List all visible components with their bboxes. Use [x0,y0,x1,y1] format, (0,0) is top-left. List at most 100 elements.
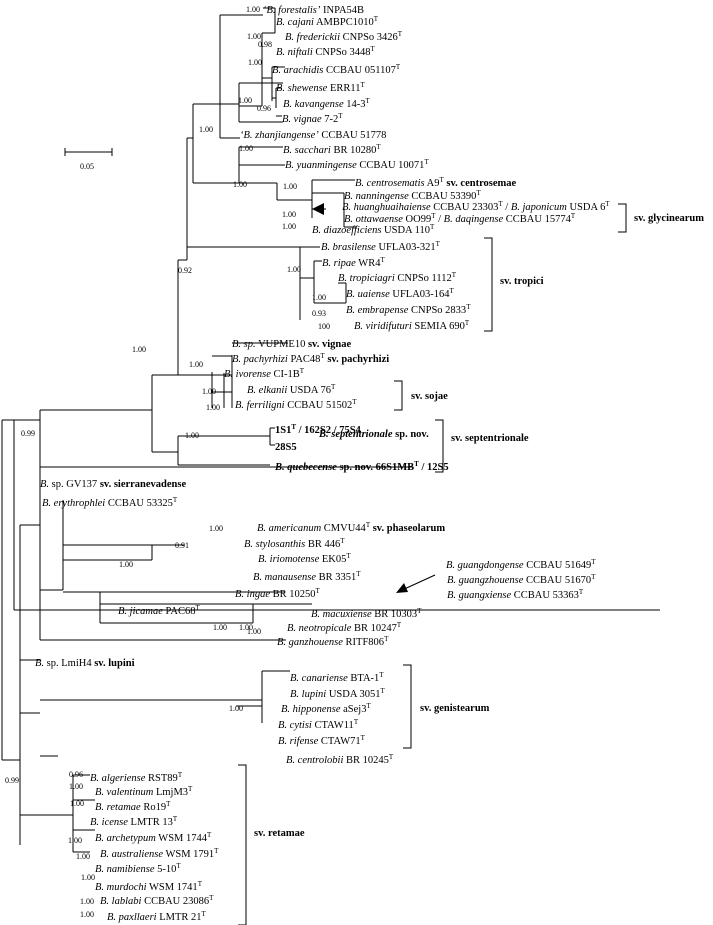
support-value: 0.99 [21,429,35,438]
leaf-label-arachidis: B. arachidis CCBAU 051107T [272,63,401,76]
support-value: 0.96 [69,770,83,779]
support-value: 1.00 [189,360,203,369]
scale-bar-label: 0.05 [80,162,94,171]
leaf-label-manausense: B. manausense BR 3351T [253,570,361,583]
leaf-label-sacchari: B. sacchari BR 10280T [283,143,381,156]
leaf-label-kavangense: B. kavangense 14-3T [283,97,371,110]
symbiovar-label-glycinearum: sv. glycinearum [634,213,704,224]
leaf-label-jicamae: B. jicamae PAC68T [118,604,201,617]
symbiovar-label-sojae: sv. sojae [411,391,448,402]
leaf-label-centrosematis: B. centrosematis A9T sv. centrosemae [355,176,517,189]
support-values: 1.00 0.98 1.00 1.00 0.96 1.00 1.00 1.00 1.00 1.00… [5,5,330,919]
leaf-label-nanningense: B. nanningense CCBAU 53390T [344,189,481,202]
symbiovar-label-genistearum: sv. genistearum [420,703,490,714]
support-value: 1.00 [69,782,83,791]
leaf-label-rifense: B. rifense CTAW71T [278,734,366,747]
support-value: 1.00 [76,852,90,861]
leaf-label-brasilense: B. brasilense UFLA03-321T [321,240,441,253]
leaf-label-iriomotense: B. iriomotense EK05T [258,552,351,565]
bracket-retamae: sv. retamae [238,764,305,925]
leaf-label-neotropicale: B. neotropicale BR 10247T [287,621,402,634]
leaf-label-yuanmingense: B. yuanmingense CCBAU 10071T [285,158,429,171]
support-value: 1.00 [185,431,199,440]
support-value: 0.98 [258,40,272,49]
symbiovar-label-retamae: sv. retamae [254,828,305,839]
support-value: 1.00 [282,210,296,219]
leaf-label-ferriligni: B. ferriligni CCBAU 51502T [235,398,357,411]
tree-branches [1,7,660,853]
leaf-label-algeriense: B. algeriense RST89T [90,771,183,784]
leaf-label-cytisi: B. cytisi CTAW11T [278,718,359,731]
support-value: 1.00 [81,873,95,882]
leaf-label-macuxiense: B. macuxiense BR 10303T [311,607,422,620]
leaf-label-valentinum: B. valentinum LmjM3T [95,785,193,798]
leaf-label-retamae: B. retamae Ro19T [95,800,171,813]
support-value: 1.00 [119,560,133,569]
support-value: 0.93 [312,309,326,318]
leaf-label-guangxiense: B. guangxiense CCBAU 53363T [447,588,584,601]
leaf-label-ingae: B. ingae BR 10250T [235,587,321,600]
scale-bar: 0.05 [64,148,113,171]
leaf-label-icense: B. icense LMTR 13T [90,815,178,828]
leaf-label-uaiense: B. uaiense UFLA03-164T [346,287,455,300]
leaf-label-ivorense: B. ivorense CI-1BT [224,367,305,380]
support-value: 1.00 [209,524,223,533]
leaf-label-ripae: B. ripae WR4T [322,256,385,269]
bracket-genistearum: sv. genistearum [403,664,490,749]
leaf-label-namibiense: B. namibiense 5-10T [95,862,181,875]
support-value: 100 [318,322,330,331]
leaf-label-cajani: B. cajani AMBPC1010T [276,15,379,28]
support-value: 1.00 [229,704,243,713]
support-value: 1.00 [239,144,253,153]
leaf-label-vignae: B. vignae 7-2T [282,112,343,125]
leaf-label-erythrophlei: B. erythrophlei CCBAU 53325T [42,496,178,509]
leaf-label-shewense: B. shewense ERR11T [276,81,366,94]
support-value: 1.00 [248,58,262,67]
leaf-label-embrapense: B. embrapense CNPSo 2833T [346,303,471,316]
leaf-label-paxllaeri: B. paxllaeri LMTR 21T [107,910,207,923]
support-value: 0.92 [178,266,192,275]
bracket-septentrionale: sv. septentrionale [435,419,529,473]
leaf-label-forestalis: ‘B. forestalis’ INPA54B [263,5,364,16]
leaf-label-stylosanthis: B. stylosanthis BR 446T [244,537,345,550]
support-value: 1.00 [246,5,260,14]
support-value: 1.00 [282,222,296,231]
support-value: 0.91 [175,541,189,550]
guangdong-arrow-head [396,583,408,593]
symbiovar-label-septentrionale: sv. septentrionale [451,433,529,444]
support-value: 0.96 [257,104,271,113]
support-value: 1.00 [206,403,220,412]
leaf-label-vupme10: B. sp. VUPME10 sv. vignae [232,339,351,350]
leaf-label-centrolobii: B. centrolobii BR 10245T [286,753,394,766]
support-value: 1.00 [202,387,216,396]
support-value: 1.00 [238,96,252,105]
leaf-label-ganzhouense: B. ganzhouense RITF806T [277,635,389,648]
leaf-label-guangdongense: B. guangdongense CCBAU 51649T [446,558,596,571]
leaf-label-zhanjiangense: ‘B. zhanjiangense’ CCBAU 51778 [240,130,386,141]
support-value: 1.00 [239,623,253,632]
leaf-label-canariense: B. canariense BTA-1T [290,671,384,684]
support-value: 1.00 [80,910,94,919]
leaf-label-pachyrhizi: B. pachyrhizi PAC48T sv. pachyrhizi [232,352,389,365]
support-value: 0.99 [5,776,19,785]
leaf-label-huanghuaihaiense: B. huanghuaihaiense CCBAU 23303T / B. ja… [342,200,610,213]
leaf-label-sept1: 1S1T / 162S2 / 75S4 [275,423,362,436]
leaf-label-lablabi: B. lablabi CCBAU 23086T [100,894,214,907]
annotation-arrows [312,203,436,593]
leaf-label-diazoefficiens: B. diazoefficiens USDA 110T [312,223,435,236]
leaf-label-sept2: 28S5 [275,442,297,453]
leaf-label-lmih4: B. sp. LmiH4 sv. lupini [35,658,135,669]
leaf-label-quebecense: B. quebecense sp. nov. 66S1MBT / 12S5 [274,460,449,473]
septentrionale-species-label: B. septentrionale sp. nov. [318,429,429,440]
leaf-label-niftali: B. niftali CNPSo 3448T [276,45,376,58]
leaf-label-frederickii: B. frederickii CNPSo 3426T [285,30,403,43]
leaf-label-archetypum: B. archetypum WSM 1744T [95,831,212,844]
leaf-label-ottawaense: B. ottawaense OO99T / B. daqingense CCBA… [344,212,576,225]
leaf-label-tropiciagri: B. tropiciagri CNPSo 1112T [338,271,457,284]
leaf-label-murdochi: B. murdochi WSM 1741T [95,880,203,893]
support-value: 1.00 [287,265,301,274]
support-value: 1.00 [132,345,146,354]
bracket-glycinearum: sv. glycinearum [618,203,704,233]
